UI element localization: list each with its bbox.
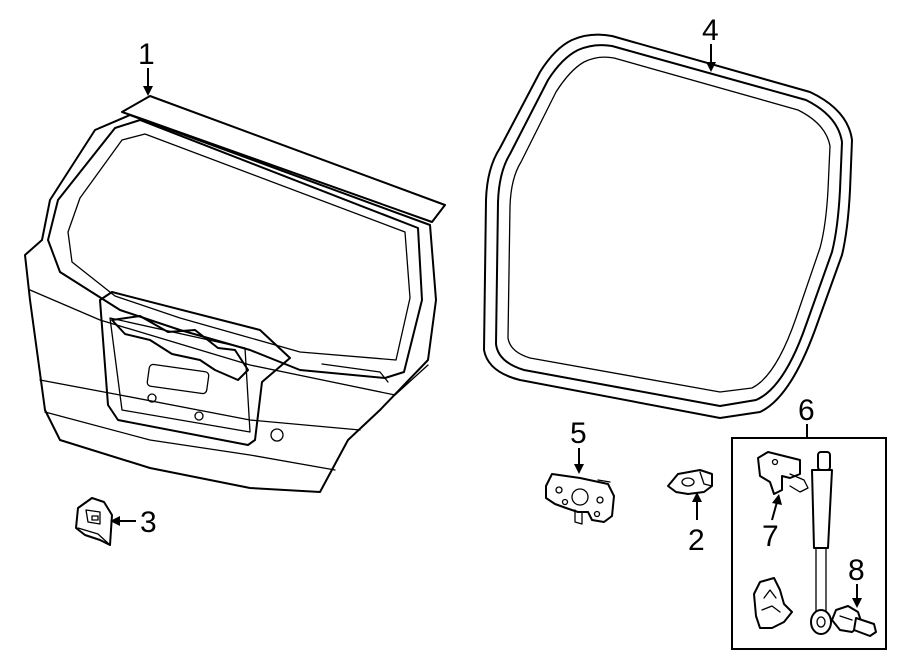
strut-bracket-icon [757,451,809,495]
callout-7: 7 [762,494,782,553]
callout-number: 2 [688,524,705,557]
callout-1: 1 [138,38,155,96]
callout-2: 2 [688,492,705,557]
lower-bracket-icon [753,577,793,629]
bumper-stop-icon [75,497,113,546]
callout-6: 6 [798,394,815,438]
striker-icon [667,469,713,495]
weatherstrip-seal-icon [483,33,853,419]
ball-stud-icon [831,605,877,637]
lock-assembly-icon [545,473,615,525]
callout-4: 4 [702,14,719,72]
liftgate-panel-icon [24,95,446,493]
callout-number: 8 [848,554,865,587]
callout-number: 7 [762,520,779,553]
callout-8: 8 [848,554,865,608]
callout-number: 3 [140,506,157,539]
support-strut-icon [810,451,833,635]
callout-5: 5 [570,417,587,474]
callout-number: 4 [702,14,719,47]
callout-number: 1 [138,38,155,71]
callout-number: 5 [570,417,587,450]
callout-number: 6 [798,394,815,427]
strut-kit-box [731,437,887,650]
callout-3: 3 [110,506,157,539]
